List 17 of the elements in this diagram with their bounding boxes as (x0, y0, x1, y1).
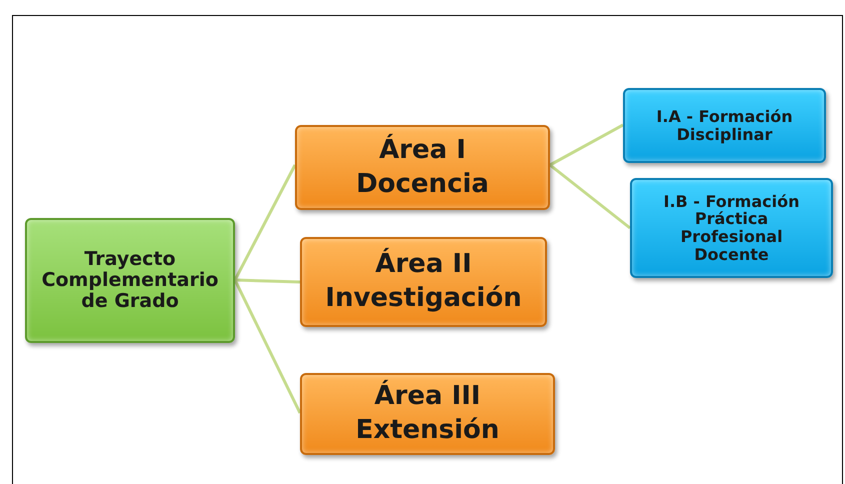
node-label: Trayecto Complementario de Grado (40, 249, 220, 312)
area-box (300, 237, 547, 327)
area-box (300, 373, 555, 455)
node-label: Área II Investigación (325, 248, 522, 315)
node-label: I.A - Formación Disciplinar (655, 108, 794, 144)
node-label: Área I Docencia (355, 134, 490, 200)
node-label: I.B - Formación Práctica Profesional Docente (662, 192, 800, 264)
node-label: Área III Extensión (354, 380, 500, 447)
connector-line (234, 279, 302, 414)
subarea-box (630, 178, 833, 278)
connector-line (549, 164, 631, 230)
subarea-box (623, 88, 826, 163)
connector-line (234, 164, 296, 281)
connector-line (234, 278, 300, 284)
area-box (295, 125, 550, 210)
root-box (25, 218, 235, 343)
connector-line (549, 124, 624, 166)
